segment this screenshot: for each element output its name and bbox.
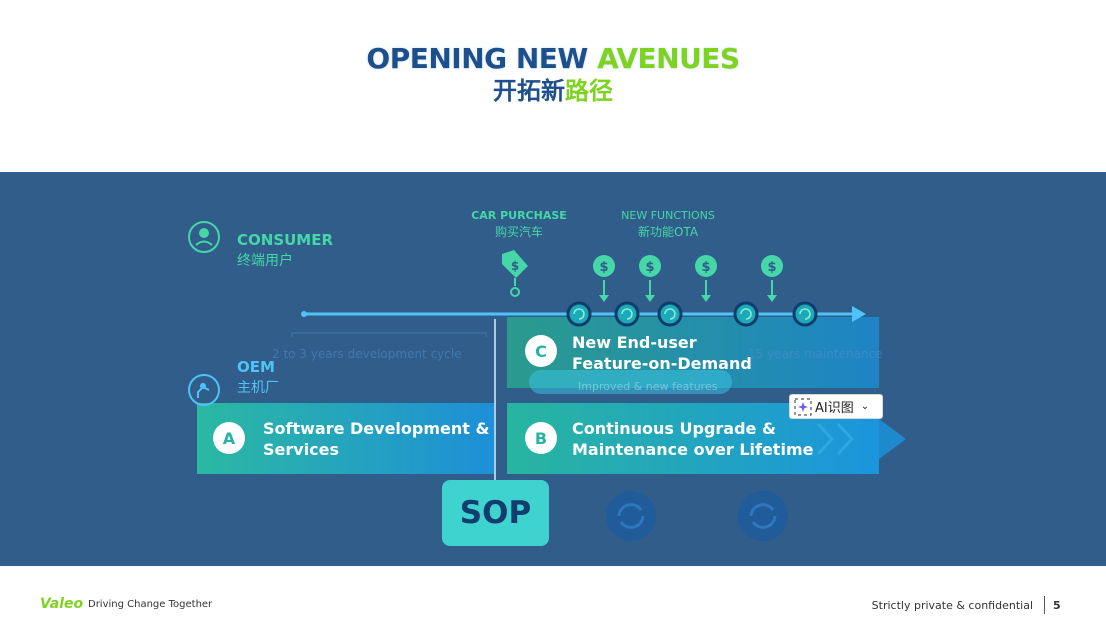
- dollar-coins: $ $ $ $: [593, 255, 783, 302]
- consumer-label-cn: 终端用户: [237, 253, 293, 269]
- oem-label: OEM: [237, 358, 275, 376]
- box-a-line2: Services: [263, 440, 340, 459]
- improved-features-pill: [529, 370, 732, 394]
- car-purchase-label-cn: 购买汽车: [494, 225, 543, 239]
- oem-robot-arm-icon: [188, 374, 220, 406]
- box-a-shape: [197, 403, 494, 474]
- consumer-person-icon: [188, 221, 220, 253]
- new-functions-label-cn: 新功能OTA: [637, 225, 699, 239]
- title-chinese: 开拓新路径: [0, 76, 1106, 106]
- footer-tagline: Driving Change Together: [88, 599, 213, 610]
- svg-text:$: $: [645, 260, 654, 275]
- svg-text:$: $: [511, 259, 519, 273]
- timeline-arrow: [852, 306, 866, 322]
- sop-block: SOP: [442, 480, 549, 546]
- box-a-text: Software Development & Services: [263, 418, 489, 460]
- consumer-label: CONSUMER: [237, 231, 334, 249]
- chevron-down-icon[interactable]: ⌄: [860, 401, 870, 412]
- timeline-nodes: [566, 301, 818, 327]
- svg-text:$: $: [701, 260, 710, 275]
- price-tag-icon: $: [502, 250, 528, 297]
- valeo-logo: Valeo: [40, 596, 84, 612]
- maintenance-ghost-text: 15 years maintenance: [748, 347, 883, 361]
- box-b-line2: Maintenance over Lifetime: [572, 440, 814, 459]
- new-functions-label: NEW FUNCTIONS: [621, 209, 715, 222]
- box-a-line1: Software Development &: [263, 419, 490, 438]
- page-number: 5: [1053, 599, 1061, 612]
- refresh-icons: [606, 491, 788, 541]
- box-c-text: New End-user Feature-on-Demand: [572, 332, 752, 374]
- ai-sparkle-icon: [794, 397, 812, 416]
- ai-button-label: AI识图: [815, 401, 854, 416]
- box-b-arrow: [879, 419, 906, 459]
- title-en-part2: AVENUES: [597, 42, 740, 75]
- box-a-badge: A: [213, 422, 245, 454]
- improved-features-ghost-text: Improved & new features: [578, 380, 718, 393]
- oem-label-cn: 主机厂: [237, 380, 279, 396]
- dev-cycle-ghost-text: 2 to 3 years development cycle: [272, 347, 462, 361]
- box-b-badge: B: [525, 422, 557, 454]
- box-b-text: Continuous Upgrade & Maintenance over Li…: [572, 418, 813, 460]
- ai-image-recognition-button[interactable]: AI识图 ⌄: [789, 394, 883, 419]
- title-cn-part2: 路径: [565, 77, 613, 105]
- svg-text:$: $: [767, 260, 776, 275]
- footer: [0, 566, 1106, 624]
- title-english: OPENING NEW AVENUES: [0, 42, 1106, 76]
- slide-title: OPENING NEW AVENUES 开拓新路径: [0, 42, 1106, 106]
- box-b-line1: Continuous Upgrade &: [572, 419, 776, 438]
- footer-divider: [1044, 596, 1045, 614]
- box-c-line2: Feature-on-Demand: [572, 354, 752, 373]
- box-c-badge: C: [525, 335, 557, 367]
- title-cn-part1: 开拓新: [493, 77, 565, 105]
- title-en-part1: OPENING NEW: [366, 42, 598, 75]
- svg-text:$: $: [599, 260, 608, 275]
- car-purchase-label: CAR PURCHASE: [471, 209, 567, 222]
- confidentiality-note: Strictly private & confidential: [871, 599, 1033, 612]
- box-c-line1: New End-user: [572, 333, 697, 352]
